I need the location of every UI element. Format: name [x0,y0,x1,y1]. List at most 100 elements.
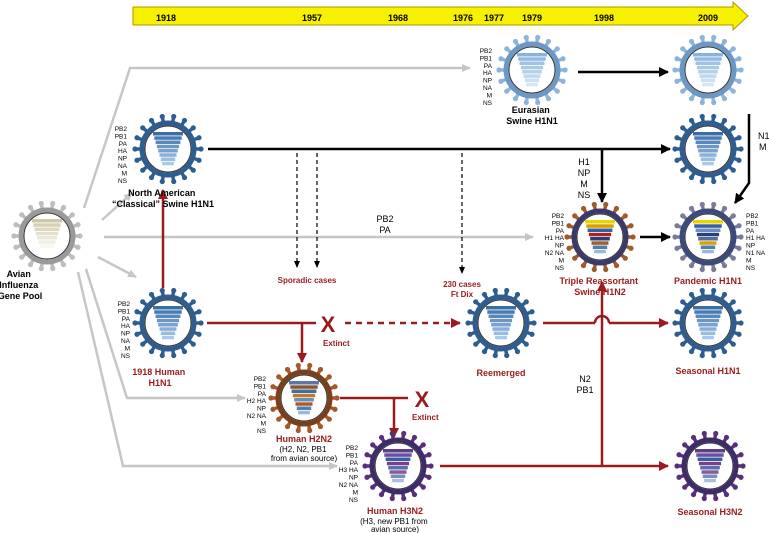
extinct-x: X [321,312,336,337]
h1-gene-label: H1 [578,157,590,167]
extinct-marker-h2n2: X Extinct [412,387,439,422]
h3n2-virus [362,430,434,502]
n1-gene-label: N1 [758,131,769,141]
segment-label: PB2 [746,213,759,220]
segment-label: NS [555,265,565,272]
segment-label: N1 NA [746,250,766,257]
segment-label: NP [483,78,492,85]
segment-label: NS [349,497,359,504]
avian-label: Avian Influenza Gene Pool [0,269,42,301]
segment-label: PA [556,228,565,235]
segment-label: PB2 [480,48,493,55]
segment-label: PB1 [118,308,131,315]
eurasian-swine-virus [496,34,568,106]
segment-label: N2 NA [339,482,359,489]
gray-arrow [76,271,338,470]
segment-label: NS [118,178,128,185]
pb2-label: PB2 [376,214,393,224]
segment-label: N2 NA [545,250,565,257]
segment-label: H2 HA [247,398,267,405]
sporadic-dashed-arrows [294,153,465,274]
seasonal-h3n2-virus [674,430,746,502]
segment-label: HA [483,70,493,77]
segment-label: NA [118,163,128,170]
segment-label: NS [746,265,756,272]
virus-particles [11,34,746,502]
n2-gene-label: N2 [579,374,591,384]
segment-label: NA [121,338,131,345]
extinct-marker-1918: X Extinct [321,312,350,348]
segment-label: NS [121,353,131,360]
timeline-arrow [132,0,749,32]
reemerged-virus [465,287,537,359]
reemerged-label: Reemerged [476,368,525,378]
triple-reassortant-label: Triple Reassortant Swine H1N2 [559,276,640,297]
segment-label: NP [257,406,266,413]
m-gene-label: M [580,179,588,189]
timeline-year: 2009 [698,13,718,23]
segment-label: PB2 [115,126,128,133]
segment-label: M [487,92,492,99]
segment-label: PB1 [480,55,493,62]
segment-label: NS [257,428,267,435]
segment-label: PA [258,391,267,398]
ftdix-label-1: 230 cases [443,280,481,289]
segment-label: NP [121,331,130,338]
gray-arrow [84,268,246,402]
segment-label: N2 NA [247,413,267,420]
timeline: 1918 1957 1968 1976 1977 1979 1998 2009 [132,0,749,32]
segment-label: NA [483,85,493,92]
eurasian-swine-label: Eurasian Swine H1N1 [506,105,558,126]
black-arrow [733,114,751,204]
gray-arrow [82,64,471,209]
sporadic-cases-label: Sporadic cases [278,276,337,285]
segment-label: NP [746,243,755,250]
segment-label: M [125,345,130,352]
extinct-label: Extinct [323,339,350,348]
h2n2-virus [268,362,340,434]
segment-label: PB1 [346,452,359,459]
segment-label: PB2 [254,376,267,383]
segment-label: NP [555,243,564,250]
human1918-label: 1918 Human H1N1 [132,367,188,388]
segment-label: PA [119,141,128,148]
gray-arrow [97,255,137,279]
h2n2-sublabel: (H2, N2, PB1 from avian source) [271,445,338,463]
h3n2-label: Human H3N2 [367,506,423,516]
segment-label: H1 HA [545,235,565,242]
segment-label: PA [122,316,131,323]
timeline-year: 1976 [453,13,473,23]
segment-label: PB1 [552,220,565,227]
ns-gene-label: NS [578,190,591,200]
human-1918-virus [132,287,204,359]
classical-swine-virus [132,113,204,185]
segment-label: PB2 [118,301,131,308]
segment-label: M [353,489,358,496]
segment-label: H1 HA [746,235,766,242]
ftdix-label-2: Ft Dix [451,290,474,299]
extinct-x: X [415,387,430,412]
timeline-year: 1957 [302,13,322,23]
triple-reassortant-virus [564,201,636,273]
timeline-year: 1979 [522,13,542,23]
timeline-year: 1968 [388,13,408,23]
segment-label: PB1 [746,220,759,227]
np-gene-label: NP [578,168,591,178]
gray-arrow [101,192,133,221]
segment-label: M [122,170,127,177]
classical-swine-2009-virus [672,113,744,185]
timeline-year: 1998 [594,13,614,23]
m-gene-label-2: M [759,142,767,152]
segment-label: NP [118,156,127,163]
seasonal-h1n1-label: Seasonal H1N1 [675,366,740,376]
annotations: Sporadic cases 230 cases Ft Dix PB2 PA H… [278,131,769,395]
segment-label: PB2 [346,445,359,452]
segment-label: PB1 [254,383,267,390]
segment-label: PB2 [552,213,565,220]
segment-label: M [559,257,564,264]
